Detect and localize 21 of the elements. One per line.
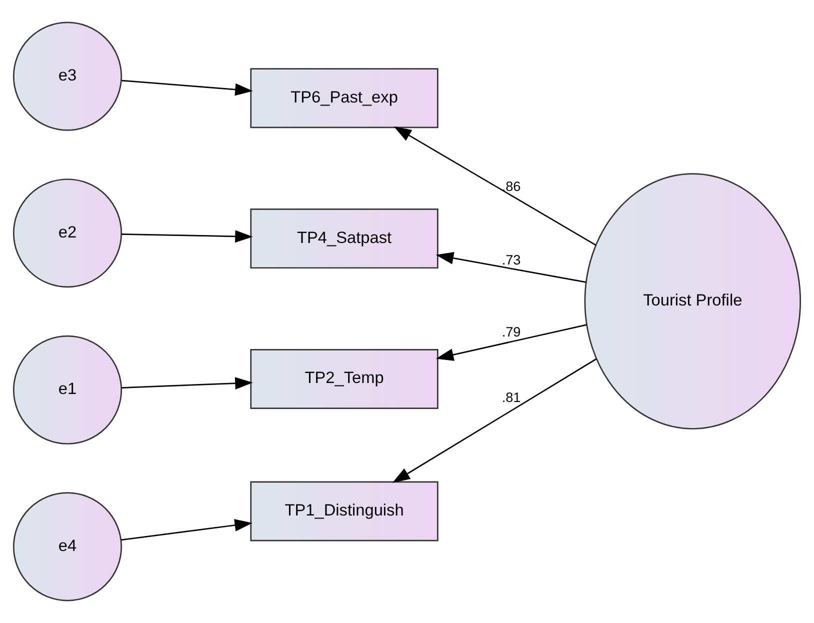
node-circle: e3 xyxy=(12,22,122,131)
arrow xyxy=(392,358,597,483)
node-circle: e2 xyxy=(12,178,122,288)
edge-label: .86 xyxy=(502,178,521,194)
node-box: TP6_Past_exp xyxy=(250,68,438,128)
arrow xyxy=(122,230,253,243)
arrow xyxy=(122,377,253,390)
node-box: TP1_Distinguish xyxy=(250,481,438,542)
node-box: TP2_Temp xyxy=(250,349,438,409)
edge-label: .79 xyxy=(502,324,521,340)
node-box: TP4_Satpast xyxy=(250,208,438,269)
edge-label: .73 xyxy=(502,252,521,268)
node-ellipse: Tourist Profile xyxy=(584,173,802,430)
edge-label: .81 xyxy=(502,390,521,406)
arrow xyxy=(394,126,596,246)
arrow xyxy=(436,324,587,361)
node-circle: e1 xyxy=(12,335,122,444)
arrow xyxy=(120,519,252,541)
arrow xyxy=(122,80,253,96)
arrow xyxy=(436,252,586,283)
node-circle: e4 xyxy=(12,492,122,602)
